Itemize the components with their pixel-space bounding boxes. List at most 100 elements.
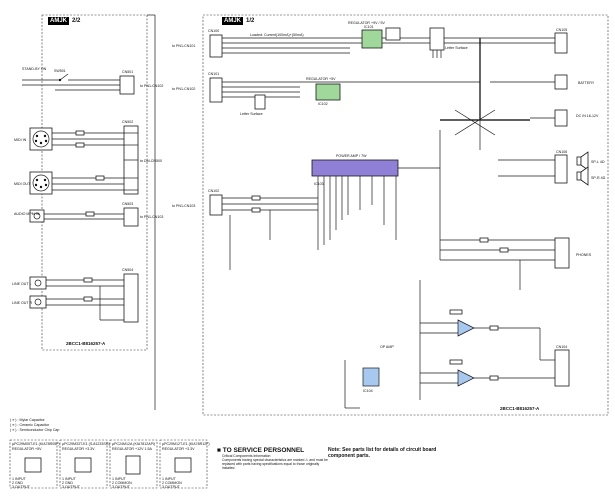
- left-board-number: 2BCC1-B816257-A: [66, 341, 106, 346]
- reg2-label: REGULATOR +5V: [306, 77, 336, 81]
- package-4-pin3: 3 OUTPUT: [162, 485, 181, 489]
- cn504-connector: [123, 273, 139, 323]
- phones-wiring: [440, 237, 555, 290]
- power-amp-pins: [317, 130, 441, 260]
- package-4-title: μPC29M12T-E1 (KIA78R12F): [162, 442, 210, 446]
- regulator-ic-9v: [361, 29, 383, 49]
- package-pinouts: μPC29M05T-E1 (KIA78R05F) REGULATOR +5V 1…: [9, 439, 210, 489]
- to220-package: [429, 27, 445, 58]
- right-board-number: 2BCC1-B816257-A: [500, 406, 540, 411]
- switch-label: SW501: [54, 69, 66, 73]
- phones-jack: [554, 237, 570, 269]
- package-3-title: μPC24M12A (KIA7812API): [112, 442, 155, 446]
- ic-reg-label: IC102: [318, 102, 328, 106]
- package-2-pin3: 3 OUTPUT: [62, 485, 81, 489]
- regulator-ic-5v: [315, 83, 341, 101]
- line-out-r-label: LINE OUT R: [12, 301, 33, 305]
- package-4-pin1: 1 INPUT: [162, 477, 177, 481]
- package-1-title: μPC29M05T-E1 (KIA78R05F): [12, 442, 60, 446]
- audio-label: AUDIO MPM IN: [14, 212, 40, 216]
- phones-label: PHONES: [576, 253, 592, 257]
- speaker-left: [498, 151, 589, 171]
- regulator-cap-block: [385, 27, 401, 41]
- package-2-pin1: 1 INPUT: [62, 477, 77, 481]
- cn105-connector: [554, 32, 568, 54]
- cn102-connector: [209, 194, 223, 216]
- cn100-connector: [209, 34, 223, 58]
- letter-surface-2: Letter Surface: [240, 112, 263, 116]
- left-sheet-num: 2/2: [72, 18, 81, 24]
- package-box-2: [59, 439, 108, 489]
- midi-out-connector: [29, 171, 124, 195]
- cn106-connector: [554, 154, 568, 184]
- right-sheet-tag: AMJK: [222, 17, 244, 25]
- ic-amp-label: IC103: [314, 182, 324, 186]
- service-title: ■ TO SERVICE PERSONNEL: [217, 447, 305, 454]
- cn101-connector: [209, 77, 223, 103]
- to-cn102-label: to PN1-CN102: [172, 87, 195, 91]
- cn502-label: CN502: [122, 120, 133, 124]
- parts-note: Note: See parts list for details of circ…: [328, 447, 437, 459]
- package-1-sub: REGULATOR +5V: [12, 447, 42, 451]
- package-3-pin3: 3 OUTPUT: [112, 485, 131, 489]
- op-amp-label: OP AMP: [380, 345, 394, 349]
- standby-label: STAND-BY ON: [22, 67, 47, 71]
- cn101-label: CN101: [208, 72, 219, 76]
- ic-main-label: IC101: [364, 25, 374, 29]
- capacitor-legend: ( ≡ ) : Mylar Capacitor ( ≡ ) : Ceramic …: [10, 418, 59, 433]
- speaker-right: [498, 166, 589, 186]
- midi-in-label: MIDI IN: [14, 138, 27, 142]
- battery-label: BATTERY: [578, 81, 595, 85]
- audio-jack: [29, 209, 124, 223]
- dc-in-label: DC IN 16-12V: [576, 114, 599, 118]
- cn503-connector: [123, 207, 139, 227]
- package-1-pin2: 2 GND: [12, 481, 23, 485]
- legend-chip: ( ≡ ) : Semiconductor Chip Cap: [10, 428, 60, 432]
- cn501-connector: [119, 75, 135, 95]
- package-2-pin2: 2 GND: [62, 481, 73, 485]
- sp-l-label: SP-L 4Ω: [591, 160, 605, 164]
- battery-connector: [554, 74, 568, 90]
- to-cn-label: to PN1-CN102: [140, 84, 163, 88]
- package-4-sub: REGULATOR +3.3V: [162, 447, 195, 451]
- cn501-label: CN501: [122, 70, 133, 74]
- cn503-label: CN503: [122, 202, 133, 206]
- to-cn103-label: to PN1-CN103: [172, 204, 195, 208]
- left-sheet-tag: AMJK: [48, 17, 70, 25]
- cn106-label: CN106: [556, 150, 567, 154]
- midi-in-connector: [29, 127, 124, 151]
- amp-input-wires: [222, 195, 318, 240]
- service-description: Critical Components Information Componen…: [222, 454, 328, 470]
- right-sheet-border: [202, 14, 609, 416]
- letter-surface-1: Letter Surface: [445, 46, 468, 50]
- package-3-pin1: 1 INPUT: [112, 477, 127, 481]
- standby-switch: [22, 73, 120, 91]
- package-box-1: [9, 439, 58, 489]
- legend-ceramic: ( ≡ ) : Ceramic Capacitor: [10, 423, 50, 427]
- cn504-label: CN504: [122, 268, 133, 272]
- sp-r-label: SP-R 4Ω: [591, 176, 606, 180]
- line-out-jacks: [29, 276, 124, 321]
- reg1-label: REGULATOR +9V / 5V: [348, 21, 386, 25]
- cn104-label: CN104: [556, 345, 567, 349]
- package-3-pin2: 2 COMMON: [112, 481, 132, 485]
- to-pn-label: to PN1-CN103: [140, 215, 163, 219]
- right-bus-lines: [154, 15, 421, 410]
- loaded-label: Loaded: Current(100mA)+(50mA): [250, 33, 304, 37]
- right-sheet-num: 1/2: [246, 18, 255, 24]
- package-4-pin2: 2 COMMON: [162, 481, 182, 485]
- small-reg-package: [254, 94, 266, 110]
- power-junction: [440, 38, 530, 150]
- power-amp-ic: [311, 159, 399, 177]
- package-2-title: μPC29M33T-E1 (S-81233SG): [62, 442, 110, 446]
- cn502-pins: [124, 132, 138, 191]
- to-dm-label: to DM-CN500: [140, 159, 162, 163]
- op-amp-ic: [362, 367, 380, 387]
- dc-in-connector: [554, 109, 568, 127]
- package-box-4: [159, 439, 208, 489]
- cn100-label: CN100: [208, 29, 219, 33]
- op-amp-upper: [420, 309, 540, 337]
- cn102-label: CN102: [208, 189, 219, 193]
- to-cn101-label: to PN1-CN101: [172, 44, 195, 48]
